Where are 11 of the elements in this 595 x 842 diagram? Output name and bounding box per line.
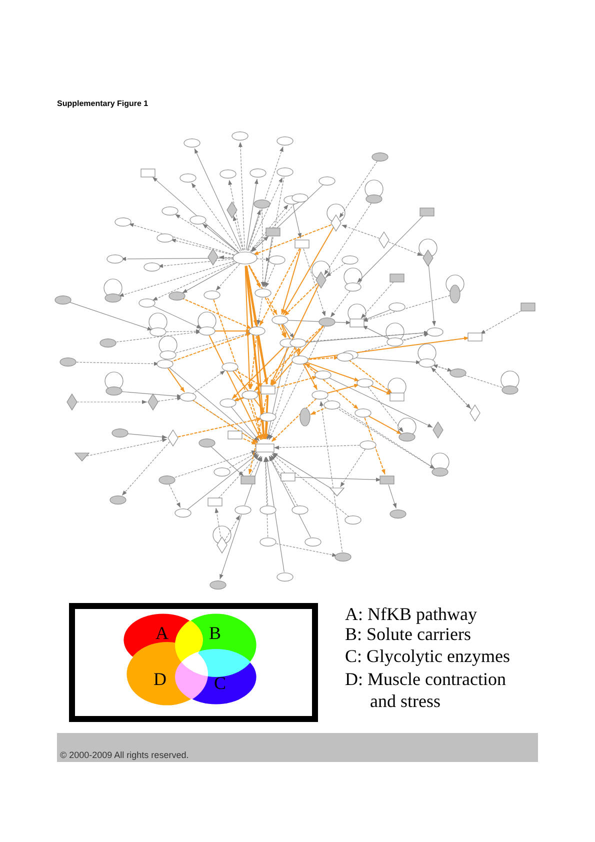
set-label: A xyxy=(156,624,168,642)
legend-text: A: NfKB pathway xyxy=(345,604,478,626)
figure-title: Supplementary Figure 1 xyxy=(57,99,148,108)
legend-text: B: Solute carriers xyxy=(345,624,472,646)
legend-text: D: Muscle contraction and stress xyxy=(345,669,507,712)
venn-set-ellipse xyxy=(175,649,257,705)
legend-text: C: Glycolytic enzymes xyxy=(345,646,511,668)
set-label: C xyxy=(214,674,226,692)
set-label: B xyxy=(209,624,221,642)
copyright-text: © 2000-2009 All rights reserved. xyxy=(60,750,189,760)
set-label: D xyxy=(154,670,166,688)
